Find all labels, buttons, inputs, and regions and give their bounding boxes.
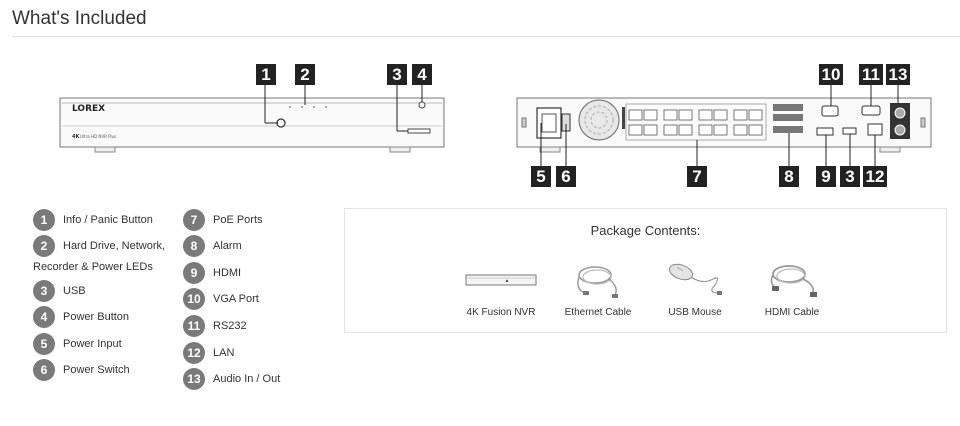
- legend-label: LAN: [213, 347, 235, 359]
- callout-9: 9: [816, 166, 836, 187]
- package-item-nvr: 4K Fusion NVR: [446, 259, 556, 318]
- legend-label: HDMI: [213, 267, 242, 279]
- package-item-hdmi: HDMI Cable: [737, 259, 847, 318]
- callout-6: 6: [556, 166, 576, 187]
- legend-item-9: 9 HDMI: [183, 262, 241, 284]
- legend-item-11: 11 RS232: [183, 315, 247, 337]
- front-model-sub: Ultra HD NVR Plus: [80, 134, 116, 139]
- legend-badge: 1: [33, 209, 55, 231]
- legend-item-3: 3 USB: [33, 280, 86, 302]
- hdmi-cable-icon: [770, 265, 817, 297]
- callout-1: 1: [256, 64, 276, 85]
- legend-badge: 7: [183, 209, 205, 231]
- legend-badge: 6: [33, 359, 55, 381]
- legend-badge: 11: [183, 315, 205, 337]
- title-divider: [12, 36, 960, 37]
- package-title: Package Contents:: [590, 223, 701, 238]
- legend-item-6: 6 Power Switch: [33, 359, 130, 381]
- legend-badge: 4: [33, 306, 55, 328]
- front-model-line: 4K: [72, 134, 80, 140]
- legend-badge: 10: [183, 288, 205, 310]
- hdmi-port-icon: [816, 127, 834, 136]
- legend-label: Hard Drive, Network,: [63, 240, 166, 252]
- package-item-label: Ethernet Cable: [564, 307, 632, 318]
- legend-item-13: 13 Audio In / Out: [183, 368, 280, 390]
- alarm-block-icon: [773, 104, 803, 133]
- package-item-mouse: USB Mouse: [640, 259, 750, 318]
- package-item-ethernet: Ethernet Cable: [543, 259, 653, 318]
- legend-item-10: 10 VGA Port: [183, 288, 259, 310]
- nvr-front-view: LOREX 4K Ultra HD NVR Plus: [59, 82, 445, 153]
- legend-badge: 9: [183, 262, 205, 284]
- page-title: What's Included: [12, 8, 147, 29]
- legend-badge: 12: [183, 342, 205, 364]
- callout-8: 8: [779, 166, 799, 187]
- legend-badge: 2: [33, 235, 55, 257]
- callout-5: 5: [531, 166, 551, 187]
- legend-label: Power Switch: [63, 364, 130, 376]
- front-brand: LOREX: [72, 104, 105, 114]
- legend-label: Power Button: [63, 311, 130, 323]
- back-usb-port-icon: [842, 127, 857, 135]
- nvr-icon: [465, 274, 537, 286]
- package-item-label: USB Mouse: [668, 307, 722, 318]
- callout-4: 4: [412, 64, 432, 85]
- legend-label: USB: [63, 285, 86, 297]
- lan-port-icon: [867, 123, 883, 136]
- poe-ports-group: [628, 109, 763, 136]
- legend-label-cont: Recorder & Power LEDs: [33, 261, 153, 273]
- audio-jacks-icon: [890, 103, 910, 139]
- legend-item-7: 7 PoE Ports: [183, 209, 263, 231]
- front-usb-port-icon: [407, 128, 431, 134]
- legend-item-12: 12 LAN: [183, 342, 234, 364]
- vga-port-icon: [821, 105, 839, 117]
- legend-item-2: 2 Hard Drive, Network,: [33, 235, 165, 257]
- ethernet-cable-icon: [577, 266, 618, 298]
- legend-label: Alarm: [213, 240, 242, 252]
- legend-badge: 5: [33, 333, 55, 355]
- legend-label: Info / Panic Button: [63, 214, 153, 226]
- callout-13: 13: [886, 64, 910, 85]
- callout-11: 11: [859, 64, 883, 85]
- callout-3-back: 3: [840, 166, 860, 187]
- package-item-label: 4K Fusion NVR: [466, 307, 536, 318]
- front-panel-diagram: LOREX 4K Ultra HD NVR Plus: [59, 82, 932, 166]
- legend-item-5: 5 Power Input: [33, 333, 122, 355]
- callout-7: 7: [687, 166, 707, 187]
- callout-2: 2: [295, 64, 315, 85]
- legend-label: Power Input: [63, 338, 122, 350]
- info-panic-button-icon: [276, 118, 286, 128]
- usb-mouse-icon: [668, 263, 722, 295]
- legend-label: RS232: [213, 320, 247, 332]
- legend-badge: 3: [33, 280, 55, 302]
- legend-item-8: 8 Alarm: [183, 235, 242, 257]
- callout-10: 10: [819, 64, 843, 85]
- legend-item-1: 1 Info / Panic Button: [33, 209, 153, 231]
- poe-tag: [622, 107, 625, 129]
- power-button-icon: [418, 101, 426, 109]
- legend-label: VGA Port: [213, 293, 259, 305]
- legend-item-4: 4 Power Button: [33, 306, 129, 328]
- callout-12: 12: [863, 166, 887, 187]
- rs232-port-icon: [861, 105, 881, 116]
- package-contents-box: Package Contents: 4K Fusion NVR Ethernet…: [344, 208, 947, 333]
- package-item-label: HDMI Cable: [764, 307, 820, 318]
- legend-badge: 8: [183, 235, 205, 257]
- nvr-back-view: [516, 84, 932, 166]
- legend-badge: 13: [183, 368, 205, 390]
- callout-3-front: 3: [387, 64, 407, 85]
- legend-label: Audio In / Out: [213, 373, 281, 385]
- legend-label: PoE Ports: [213, 214, 263, 226]
